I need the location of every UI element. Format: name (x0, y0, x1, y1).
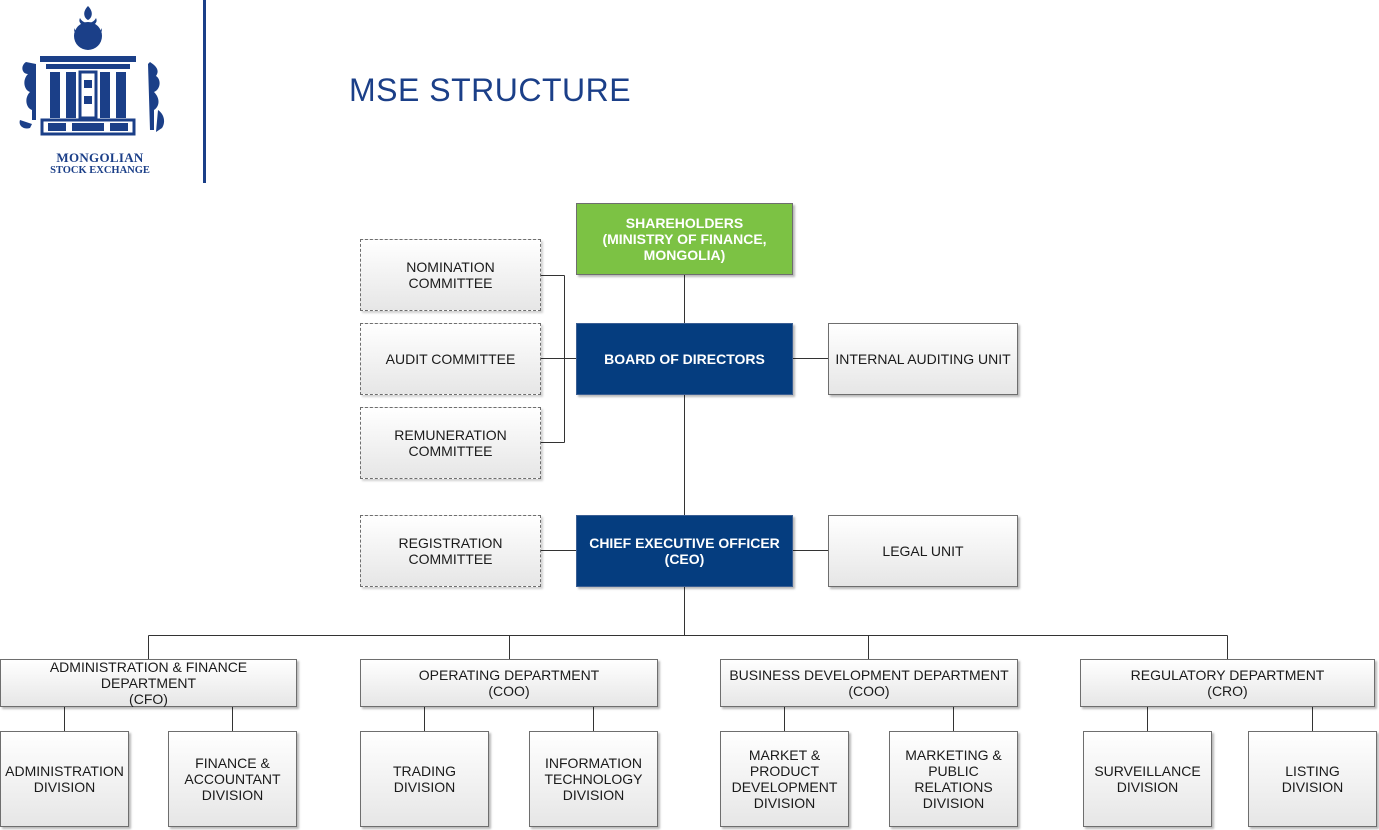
registration-committee-box: REGISTRATION COMMITTEE (360, 515, 541, 587)
division-box-listing: LISTING DIVISION (1248, 731, 1377, 827)
board-of-directors-box: BOARD OF DIRECTORS (576, 323, 793, 395)
department-box-regulatory: REGULATORY DEPARTMENT (CRO) (1080, 659, 1375, 707)
legal-unit-box: LEGAL UNIT (828, 515, 1018, 587)
division-box-trading: TRADING DIVISION (360, 731, 489, 827)
division-box-marketing-public-relations: MARKETING & PUBLIC RELATIONS DIVISION (889, 731, 1018, 827)
nomination-committee-box: NOMINATION COMMITTEE (360, 239, 541, 311)
internal-auditing-unit-box: INTERNAL AUDITING UNIT (828, 323, 1018, 395)
department-box-admin-finance: ADMINISTRATION & FINANCE DEPARTMENT (CFO… (0, 659, 297, 707)
page-title: MSE STRUCTURE (349, 72, 632, 108)
department-box-operating: OPERATING DEPARTMENT (COO) (360, 659, 658, 707)
division-box-market-product-development: MARKET & PRODUCT DEVELOPMENT DIVISION (720, 731, 849, 827)
division-box-information-technology: INFORMATION TECHNOLOGY DIVISION (529, 731, 658, 827)
division-box-administration: ADMINISTRATION DIVISION (0, 731, 129, 827)
header-divider (203, 0, 206, 183)
department-box-business-development: BUSINESS DEVELOPMENT DEPARTMENT (COO) (720, 659, 1018, 707)
shareholders-box: SHAREHOLDERS (MINISTRY OF FINANCE, MONGO… (576, 203, 793, 275)
logo-text-line1: MONGOLIAN (56, 150, 144, 165)
mse-logo: MONGOLIAN STOCK EXCHANGE (10, 0, 180, 180)
remuneration-committee-box: REMUNERATION COMMITTEE (360, 407, 541, 479)
ceo-box: CHIEF EXECUTIVE OFFICER (CEO) (576, 515, 793, 587)
audit-committee-box: AUDIT COMMITTEE (360, 323, 541, 395)
mse-emblem-icon (19, 6, 165, 136)
logo-text-line2: STOCK EXCHANGE (50, 165, 150, 176)
division-box-surveillance: SURVEILLANCE DIVISION (1083, 731, 1212, 827)
division-box-finance-accountant: FINANCE & ACCOUNTANT DIVISION (168, 731, 297, 827)
